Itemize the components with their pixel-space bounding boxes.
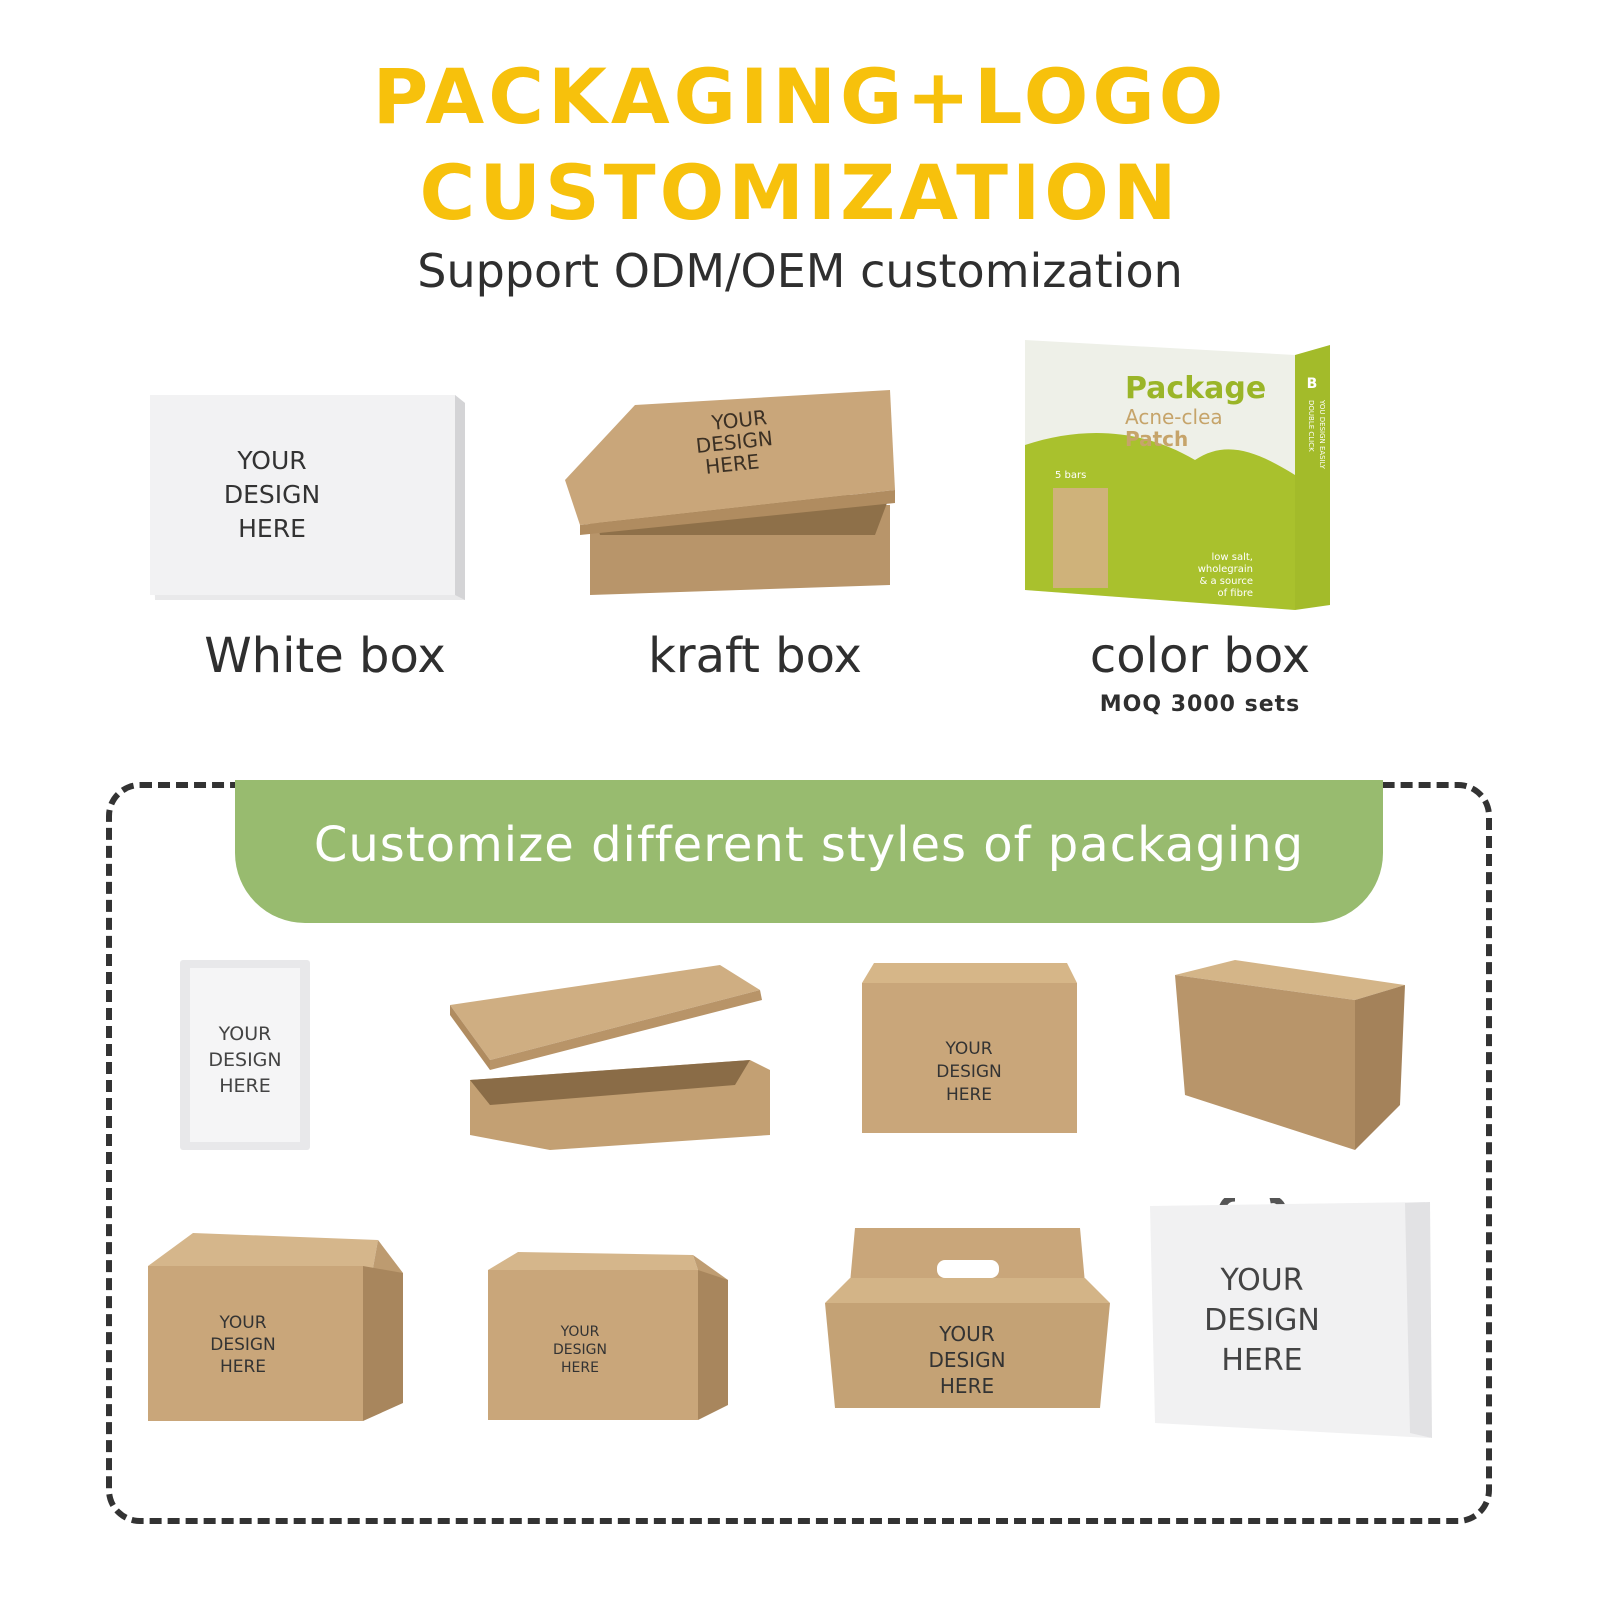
white-sachet-image: YOUR DESIGN HERE	[180, 960, 310, 1150]
placeholder-line1: YOUR	[236, 446, 306, 475]
placeholder-line3: HERE	[238, 514, 306, 543]
white-box-image: YOUR DESIGN HERE	[150, 395, 465, 600]
white-box-label: White box	[204, 628, 446, 684]
color-box-claim4: of fibre	[1217, 588, 1253, 599]
placeholder-line1: YOUR	[560, 1324, 600, 1340]
color-box-moq: MOQ 3000 sets	[1099, 692, 1301, 717]
color-box-line3: Patch	[1125, 427, 1188, 451]
white-paper-bag-image: YOUR DESIGN HERE	[1150, 1198, 1432, 1438]
page-title-line2: CUSTOMIZATION	[419, 148, 1181, 237]
placeholder-line2: DESIGN	[936, 1062, 1002, 1082]
placeholder-line1: YOUR	[938, 1322, 995, 1346]
color-box-count: 5 bars	[1055, 470, 1086, 481]
color-box-side-mark: B	[1307, 376, 1318, 392]
kraft-box-image: YOUR DESIGN HERE	[565, 390, 895, 595]
placeholder-line3: HERE	[704, 449, 760, 479]
color-box-line2: Acne-clea	[1125, 405, 1223, 429]
kraft-lid-box-image	[450, 965, 770, 1150]
color-box-claim2: wholegrain	[1198, 564, 1253, 575]
placeholder-line1: YOUR	[944, 1039, 992, 1059]
kraft-box-label: kraft box	[648, 628, 862, 684]
color-box-brand: Package	[1125, 371, 1266, 406]
kraft-open-box-image: YOUR DESIGN HERE	[148, 1233, 403, 1421]
kraft-mailer-box-image: YOUR DESIGN HERE	[862, 963, 1077, 1133]
placeholder-line1: YOUR	[218, 1313, 266, 1333]
placeholder-line1: YOUR	[1219, 1263, 1303, 1298]
placeholder-line2: DESIGN	[553, 1342, 607, 1358]
placeholder-line2: DESIGN	[1204, 1303, 1320, 1338]
page-subtitle: Support ODM/OEM customization	[417, 244, 1183, 298]
placeholder-line3: HERE	[940, 1374, 994, 1398]
placeholder-line2: DESIGN	[224, 480, 320, 509]
page-title-line1: PACKAGING+LOGO	[372, 52, 1228, 141]
styles-banner: Customize different styles of packaging	[235, 780, 1383, 923]
placeholder-line3: HERE	[946, 1085, 992, 1105]
placeholder-line3: HERE	[1221, 1343, 1302, 1378]
placeholder-line2: DESIGN	[210, 1335, 276, 1355]
kraft-handle-box-image: YOUR DESIGN HERE	[825, 1228, 1110, 1408]
placeholder-line2: DESIGN	[208, 1049, 281, 1071]
color-box-label: color box	[1089, 628, 1311, 684]
placeholder-line1: YOUR	[709, 405, 768, 435]
color-box-claim3: & a source	[1200, 576, 1254, 587]
color-box-claim1: low salt,	[1212, 552, 1253, 563]
placeholder-line3: HERE	[220, 1357, 266, 1377]
placeholder-line1: YOUR	[218, 1023, 272, 1045]
color-box-image: Package Acne-clea Patch 5 bars low salt,…	[1025, 340, 1330, 610]
kraft-shipping-box-image	[1175, 960, 1405, 1150]
kraft-small-open-box-image: YOUR DESIGN HERE	[488, 1252, 728, 1420]
placeholder-line2: DESIGN	[928, 1348, 1005, 1372]
color-box-side1: DOUBLE CLICK	[1307, 400, 1315, 452]
color-box-side2: YOU DESIGN EASILY	[1318, 399, 1326, 470]
placeholder-line3: HERE	[561, 1360, 599, 1376]
placeholder-line3: HERE	[219, 1075, 271, 1097]
